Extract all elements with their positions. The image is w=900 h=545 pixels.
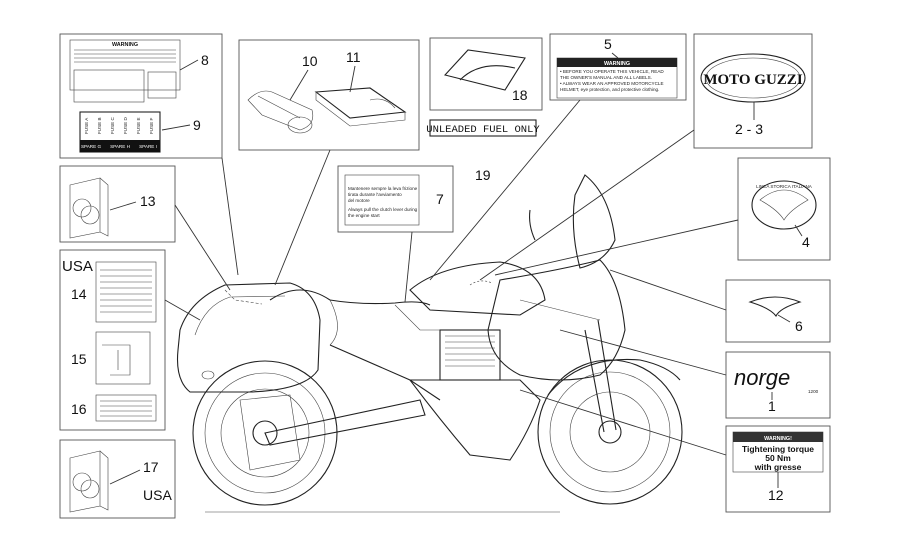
leader-lines	[164, 99, 739, 456]
warning12-title: WARNING!	[764, 436, 792, 442]
fuse-e: FUSE E	[136, 117, 141, 134]
fuse-d: FUSE D	[123, 116, 128, 134]
norge-sub-text: 1200	[808, 389, 819, 394]
label-5: 5	[604, 36, 612, 52]
box-14-16	[59, 249, 166, 431]
label-2-3: 2 - 3	[735, 121, 763, 137]
box-2-3	[693, 33, 813, 149]
spare-g: SPARE G	[81, 144, 102, 149]
box-1	[725, 351, 831, 419]
warning8-title: WARNING	[112, 42, 138, 48]
warning12-line-1: Tightening torque	[742, 444, 814, 454]
fuse-c: FUSE C	[110, 116, 115, 134]
warning5-line-1: • BEFORE YOU OPERATE THIS VEHICLE, READ	[560, 69, 664, 74]
clutch-it-1: Mantenere sempre la leva frizione	[348, 186, 418, 191]
usa-top-label: USA	[62, 258, 93, 275]
label-1: 1	[768, 398, 776, 414]
label-18: 18	[512, 87, 528, 103]
clutch-it-3: del motore	[348, 198, 370, 203]
usa-bottom-label: USA	[143, 487, 172, 503]
label-8: 8	[201, 52, 209, 68]
fuse-b: FUSE B	[97, 117, 102, 134]
box-4	[737, 157, 831, 261]
box-6	[725, 279, 831, 343]
warning12-line-3: with gresse	[754, 462, 802, 472]
fuse-a: FUSE A	[84, 117, 89, 134]
label-10: 10	[302, 53, 318, 69]
warning12-line-2: 50 Nm	[765, 453, 791, 463]
clutch-en-1: Always pull the clutch lever during	[348, 207, 418, 212]
norge-logo-text: norge	[734, 365, 790, 390]
moto-guzzi-text: MOTO GUZZI	[703, 72, 802, 88]
label-6: 6	[795, 318, 803, 334]
warning5-line-3: • ALWAYS WEAR AN APPROVED MOTORCYCLE	[560, 81, 664, 86]
label-11: 11	[346, 49, 361, 65]
label-14: 14	[71, 286, 87, 302]
spare-i: SPARE I	[139, 144, 157, 149]
label-9: 9	[193, 117, 201, 133]
box-fuse-warning	[59, 33, 223, 159]
label-4: 4	[802, 234, 810, 250]
box-18	[429, 37, 543, 111]
fuse-f: FUSE F	[149, 117, 154, 134]
warning5-line-4: HELMET, eye protection, and protective c…	[560, 87, 659, 92]
book-13-icon	[69, 177, 109, 239]
clutch-it-2: tirata durante l'avviamento	[348, 192, 402, 197]
label-16: 16	[71, 401, 87, 417]
motorcycle-drawing	[176, 174, 683, 513]
moto-guzzi-oval	[700, 53, 806, 103]
unleaded-decal	[429, 119, 537, 137]
label-7: 7	[436, 191, 444, 207]
label-17: 17	[143, 459, 159, 475]
label-12: 12	[768, 487, 784, 503]
label-13: 13	[140, 193, 156, 209]
clutch-en-2: the engine start	[348, 213, 380, 218]
unleaded-text: UNLEADED FUEL ONLY	[426, 124, 540, 136]
fuse-strip: FUSE A FUSE B FUSE C FUSE D FUSE E FUSE …	[79, 111, 161, 153]
warning5-line-2: THE OWNER'S MANUAL AND ALL LABELS.	[560, 75, 652, 80]
label-19: 19	[475, 167, 491, 183]
tank-badge-text: LINEA STORICA ITALIANA	[756, 184, 813, 189]
owner-manual-icon	[314, 87, 407, 127]
book-17-icon	[69, 450, 109, 513]
eagle-icon	[748, 296, 802, 318]
warning5-title: WARNING	[604, 61, 630, 67]
box-7	[337, 165, 454, 233]
spare-h: SPARE H	[110, 144, 130, 149]
label-15: 15	[71, 351, 87, 367]
tool-pouch-icon	[247, 90, 314, 134]
